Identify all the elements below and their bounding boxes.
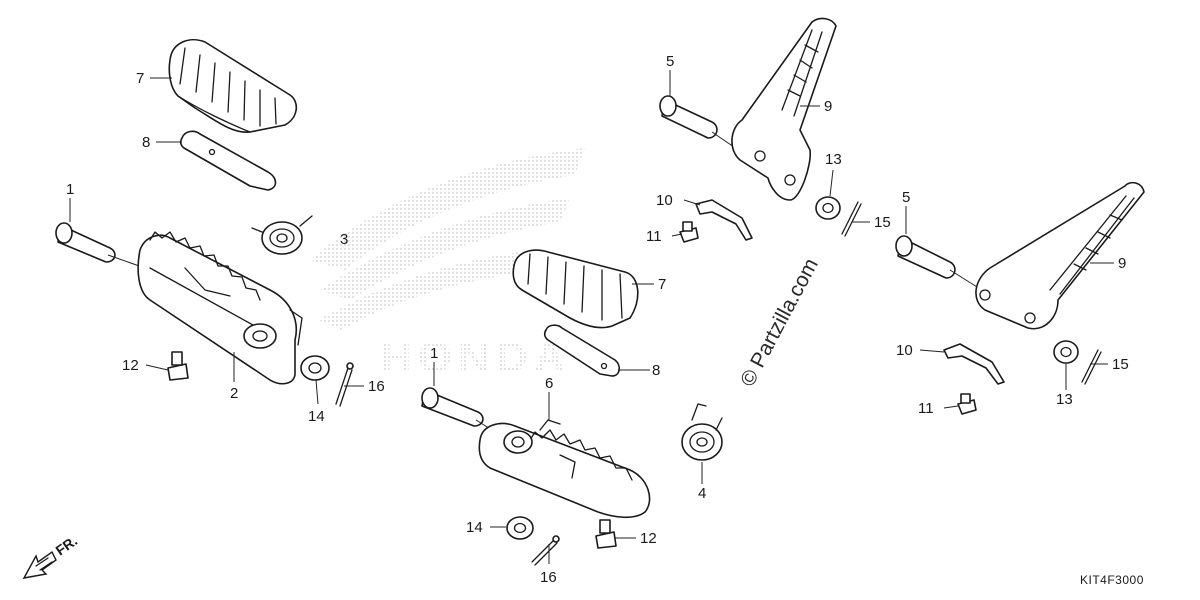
callout-13: 13 (1056, 391, 1073, 408)
washer-part-14-center (506, 516, 534, 540)
callout-1: 1 (430, 345, 438, 362)
callout-8: 8 (652, 362, 660, 379)
callout-labels: 1 1 2 3 4 5 5 6 7 7 8 8 9 9 10 10 11 11 … (66, 53, 1129, 586)
callout-3: 3 (340, 231, 348, 248)
washer-part-13-upper (815, 196, 841, 220)
footpeg-part-6 (478, 419, 651, 519)
pin-part-1-left (55, 222, 146, 269)
clip-part-10-right (943, 343, 1005, 385)
bracket-part-9-upper (731, 17, 837, 201)
background-logo: HONDA (310, 148, 585, 382)
spring-part-4 (681, 403, 723, 461)
screw-part-11-right (957, 393, 977, 415)
callout-12: 12 (122, 357, 139, 374)
cotter-pin-part-15-upper (841, 201, 862, 237)
callout-10: 10 (896, 342, 913, 359)
washer-part-14-left (300, 355, 330, 381)
callout-15: 15 (874, 214, 891, 231)
callout-5: 5 (666, 53, 674, 70)
washer-part-13-right (1053, 340, 1079, 364)
bolt-part-12-center (595, 519, 617, 549)
callout-15: 15 (1112, 356, 1129, 373)
callout-7: 7 (136, 70, 144, 87)
callout-9: 9 (1118, 255, 1126, 272)
callout-9: 9 (824, 98, 832, 115)
callout-14: 14 (466, 519, 483, 536)
cotter-pin-part-16-center (531, 535, 560, 566)
leader-lines (69, 70, 1114, 564)
callout-13: 13 (825, 151, 842, 168)
footpeg-rubber-top-left (168, 38, 298, 133)
callout-11: 11 (646, 228, 662, 245)
callout-16: 16 (540, 569, 557, 586)
footpeg-part-2 (137, 231, 303, 385)
clip-part-10-upper (695, 199, 753, 241)
callout-2: 2 (230, 385, 238, 402)
callout-14: 14 (308, 408, 325, 425)
front-direction-arrow-icon (22, 550, 57, 579)
screw-part-11-upper (679, 221, 699, 243)
cotter-pin-part-15-right (1081, 349, 1102, 385)
footpeg-plate-top-left (179, 130, 277, 191)
pin-part-5-upper (659, 95, 751, 159)
callout-16: 16 (368, 378, 385, 395)
cotter-pin-part-16-left (335, 362, 354, 407)
bracket-part-9-right (975, 181, 1145, 330)
callout-11: 11 (918, 400, 934, 417)
callout-6: 6 (545, 375, 553, 392)
watermark: © Partzilla.com (736, 255, 823, 391)
footpeg-rubber-center (512, 249, 639, 329)
spring-part-3 (251, 215, 313, 255)
callout-10: 10 (656, 192, 673, 209)
diagram-code: KIT4F3000 (1080, 573, 1144, 587)
callout-7: 7 (658, 276, 666, 293)
callout-5: 5 (902, 189, 910, 206)
pin-part-5-right (895, 235, 986, 293)
front-direction-label: FR. (53, 532, 81, 558)
background-logo-text: HONDA (380, 333, 571, 382)
callout-8: 8 (142, 134, 150, 151)
bolt-part-12-left (167, 351, 189, 381)
callout-1: 1 (66, 181, 74, 198)
front-direction-indicator: FR. (22, 532, 81, 579)
callout-12: 12 (640, 530, 657, 547)
footpeg-plate-center (543, 324, 621, 377)
callout-4: 4 (698, 485, 706, 502)
